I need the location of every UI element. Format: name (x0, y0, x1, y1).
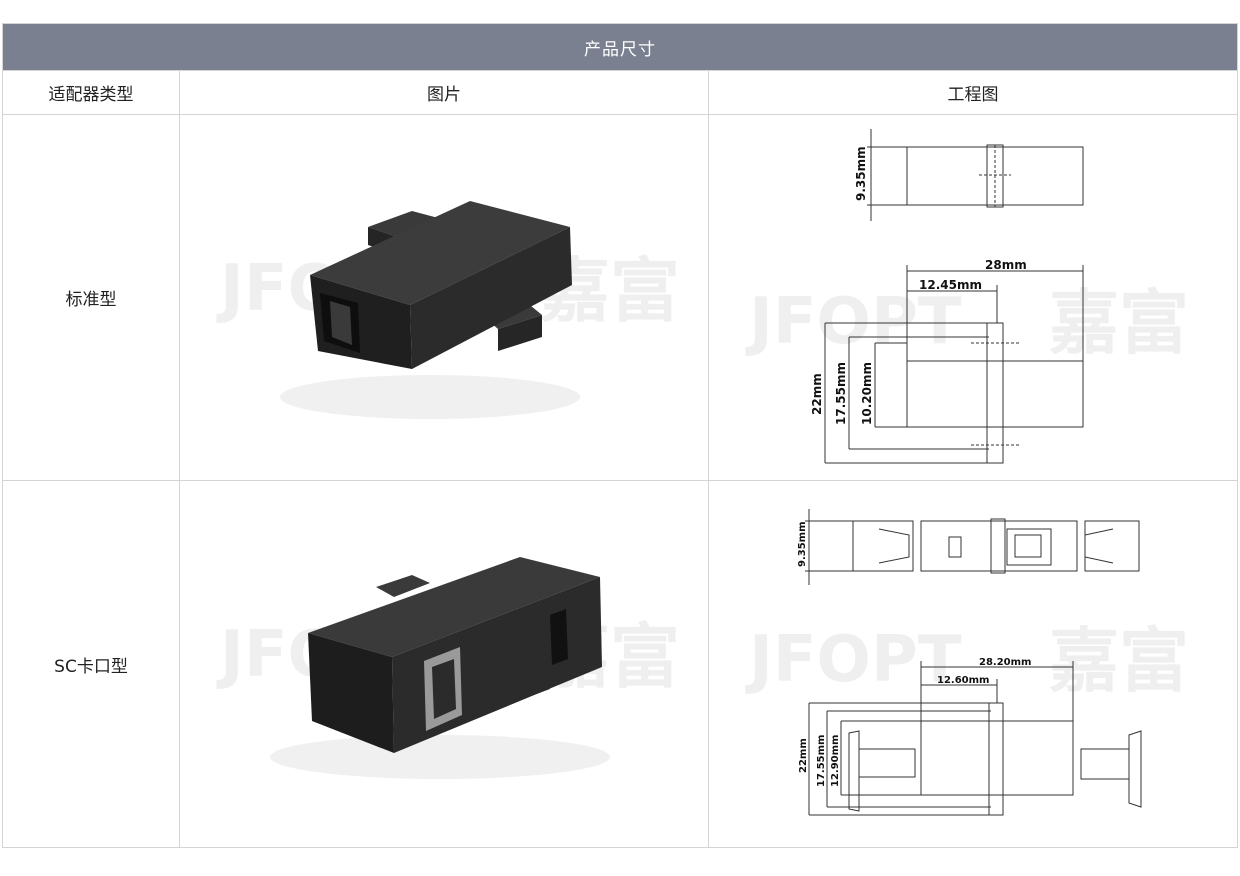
dim-mid: 17.55mm (834, 362, 848, 425)
dim-total: 22mm (798, 738, 809, 773)
table-row: SC卡口型 JFOPT 嘉富 (3, 481, 1237, 847)
table-title: 产品尺寸 (3, 24, 1237, 70)
dim-total: 22mm (810, 373, 824, 415)
engineering-drawing: JFOPT 嘉富 9.35mm (709, 115, 1237, 480)
adapter-type-label: 标准型 (3, 115, 180, 480)
side-view: 28mm 12.45mm 22mm 17.55mm (810, 258, 1084, 464)
watermark: JFOPT 嘉富 (745, 282, 1189, 364)
adapter-type-label: SC卡口型 (3, 481, 180, 847)
header-row: 适配器类型 图片 工程图 (3, 70, 1237, 115)
product-photo: JFOPT 嘉富 (180, 481, 709, 847)
dim-length: 28mm (985, 258, 1027, 272)
dim-height: 9.35mm (797, 521, 808, 567)
dim-height: 9.35mm (854, 146, 868, 201)
dim-half: 12.45mm (919, 278, 982, 292)
dim-half: 12.60mm (937, 675, 989, 686)
engineering-drawing: JFOPT 嘉富 9.35mm (709, 481, 1237, 847)
product-photo: JFOPT 嘉富 (180, 115, 709, 480)
header-type: 适配器类型 (3, 71, 180, 114)
standard-adapter-illustration (310, 201, 572, 369)
header-drawing: 工程图 (947, 85, 999, 105)
top-view: 9.35mm (854, 129, 1084, 221)
sc-adapter-illustration (308, 557, 602, 753)
dim-inner: 12.90mm (830, 735, 841, 787)
dim-length: 28.20mm (979, 657, 1031, 668)
svg-text:JFOPT: JFOPT (745, 623, 962, 697)
svg-text:JFOPT: JFOPT (745, 285, 962, 359)
top-view: 9.35mm (797, 509, 1140, 585)
dim-mid: 17.55mm (816, 735, 827, 787)
watermark: JFOPT 嘉富 (745, 620, 1189, 702)
side-view: 28.20mm 12.60mm 22mm 17.55m (798, 657, 1142, 816)
svg-text:嘉富: 嘉富 (1049, 620, 1189, 702)
header-image: 图片 (180, 71, 709, 114)
dim-inner: 10.20mm (860, 362, 874, 425)
product-dimension-table: 产品尺寸 适配器类型 图片 工程图 标准型 JFOPT 嘉富 (2, 23, 1238, 848)
svg-text:嘉富: 嘉富 (1049, 282, 1189, 364)
table-row: 标准型 JFOPT 嘉富 (3, 115, 1237, 481)
